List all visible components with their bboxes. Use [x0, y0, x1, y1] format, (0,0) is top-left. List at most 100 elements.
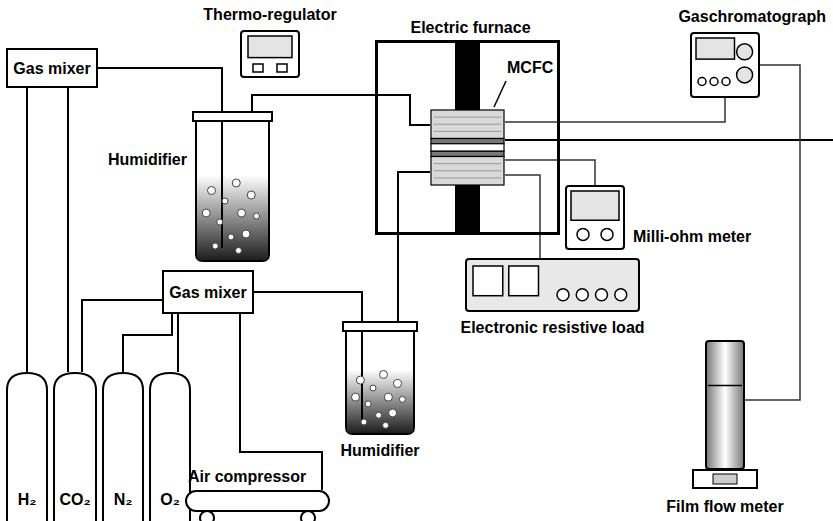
- device-screen: [473, 266, 503, 296]
- thermo-regulator-outline: [240, 30, 300, 78]
- gas-line: [398, 172, 430, 322]
- bubble: [365, 401, 371, 407]
- exhaust-line: [505, 139, 833, 141]
- device-dial: [737, 44, 753, 60]
- cylinder-body: [150, 373, 190, 521]
- leader-line: [494, 81, 506, 107]
- bubble: [394, 380, 402, 388]
- flow-meter-base-plate: [713, 474, 737, 484]
- cell-layer: [431, 157, 504, 186]
- device-knob: [557, 289, 569, 301]
- cylinder-body: [7, 373, 47, 521]
- bubble: [238, 209, 246, 217]
- humidifier-outline: [195, 112, 270, 262]
- bubble: [361, 419, 367, 425]
- gas-chromatograph: Gaschromatograph: [690, 32, 760, 98]
- cell-groove: [434, 117, 501, 118]
- bottle-lid: [193, 112, 272, 121]
- cell-layer: [431, 151, 504, 156]
- gas-cylinder: N₂: [102, 372, 144, 521]
- gas-line: [67, 88, 69, 372]
- humidifier: Humidifier: [195, 112, 270, 262]
- device-body: [466, 259, 639, 311]
- cylinder-body: [103, 373, 143, 521]
- bubble: [399, 396, 405, 402]
- device-knob: [710, 78, 718, 86]
- flow-tube: [706, 341, 744, 469]
- bubble: [384, 393, 392, 401]
- device-knob: [596, 289, 608, 301]
- node-label: Milli-ohm meter: [633, 227, 751, 246]
- device-knob: [601, 228, 613, 240]
- dip-tube: [221, 112, 223, 248]
- device-screen: [571, 191, 619, 220]
- milli-ohm-meter: Milli-ohm meter: [565, 185, 625, 250]
- bottle-body: [346, 330, 414, 434]
- node-label: Thermo-regulator: [203, 5, 336, 24]
- mcfc-cell-outline: [430, 110, 505, 185]
- gas-cylinder: O₂: [149, 372, 191, 521]
- bubble: [356, 376, 364, 384]
- device-body: [691, 33, 759, 97]
- cell-groove: [434, 124, 501, 125]
- gas-line: [123, 314, 172, 372]
- node-label: Gaschromatograph: [678, 7, 826, 26]
- cell-layer: [431, 144, 504, 152]
- device-button: [253, 64, 263, 72]
- device-screen: [248, 36, 292, 58]
- gas-cylinder: H₂: [6, 372, 48, 521]
- film-flow-meter: Film flow meter: [705, 340, 745, 470]
- node-label: CO₂: [59, 490, 90, 509]
- bubble: [370, 385, 376, 391]
- cell-layer: [431, 110, 504, 139]
- bottle-liquid: [347, 369, 413, 433]
- thermo-regulator: Thermo-regulator: [240, 30, 300, 78]
- bubble: [217, 219, 223, 225]
- device-body: [241, 31, 299, 77]
- node-label: H₂: [18, 490, 37, 509]
- signal-line: [505, 160, 595, 185]
- device-screen: [509, 266, 539, 296]
- mcfc-cell: MCFC: [430, 110, 505, 185]
- bubble: [222, 198, 228, 204]
- device-button: [277, 64, 287, 72]
- gas-line: [98, 68, 222, 112]
- node-label: N₂: [114, 490, 133, 509]
- bubble: [389, 409, 397, 417]
- compressor-wheel: [301, 511, 315, 521]
- compressor-body: [186, 491, 329, 511]
- bottle-lid: [343, 322, 417, 331]
- electric-furnace: Electric furnaceMCFC: [375, 40, 560, 235]
- gas-chromatograph-outline: [690, 32, 760, 98]
- compressor-wheel: [200, 511, 214, 521]
- node-label: MCFC: [507, 58, 553, 77]
- gas-line: [254, 292, 362, 322]
- signal-line: [505, 98, 725, 122]
- milli-ohm-meter-outline: [565, 185, 625, 250]
- bottle-body: [196, 120, 269, 261]
- cell-groove: [434, 177, 501, 178]
- bubble: [352, 393, 360, 401]
- film-flow-meter-outline: [705, 340, 745, 470]
- box-outline: [7, 49, 97, 87]
- bubble: [376, 412, 382, 418]
- humidifier: Humidifier: [345, 322, 415, 435]
- bubble: [383, 422, 389, 428]
- gas-mixer: Gas mixer: [6, 48, 98, 88]
- device-screen: [696, 38, 735, 59]
- bubble: [380, 371, 388, 379]
- flow-meter-base: [693, 470, 757, 488]
- soap-film: [708, 385, 742, 387]
- gas-cylinder: CO₂: [53, 372, 97, 521]
- signal-line: [745, 65, 800, 400]
- node-label: Electronic resistive load: [460, 318, 644, 337]
- bubble: [208, 187, 216, 195]
- device-knob: [615, 289, 627, 301]
- gas-line: [240, 314, 322, 490]
- node-label: Humidifier: [108, 150, 187, 169]
- air-compressor-outline: [185, 490, 330, 521]
- node-label: Gas mixer: [169, 283, 246, 302]
- gas-line: [177, 314, 179, 372]
- cell-groove: [434, 170, 501, 171]
